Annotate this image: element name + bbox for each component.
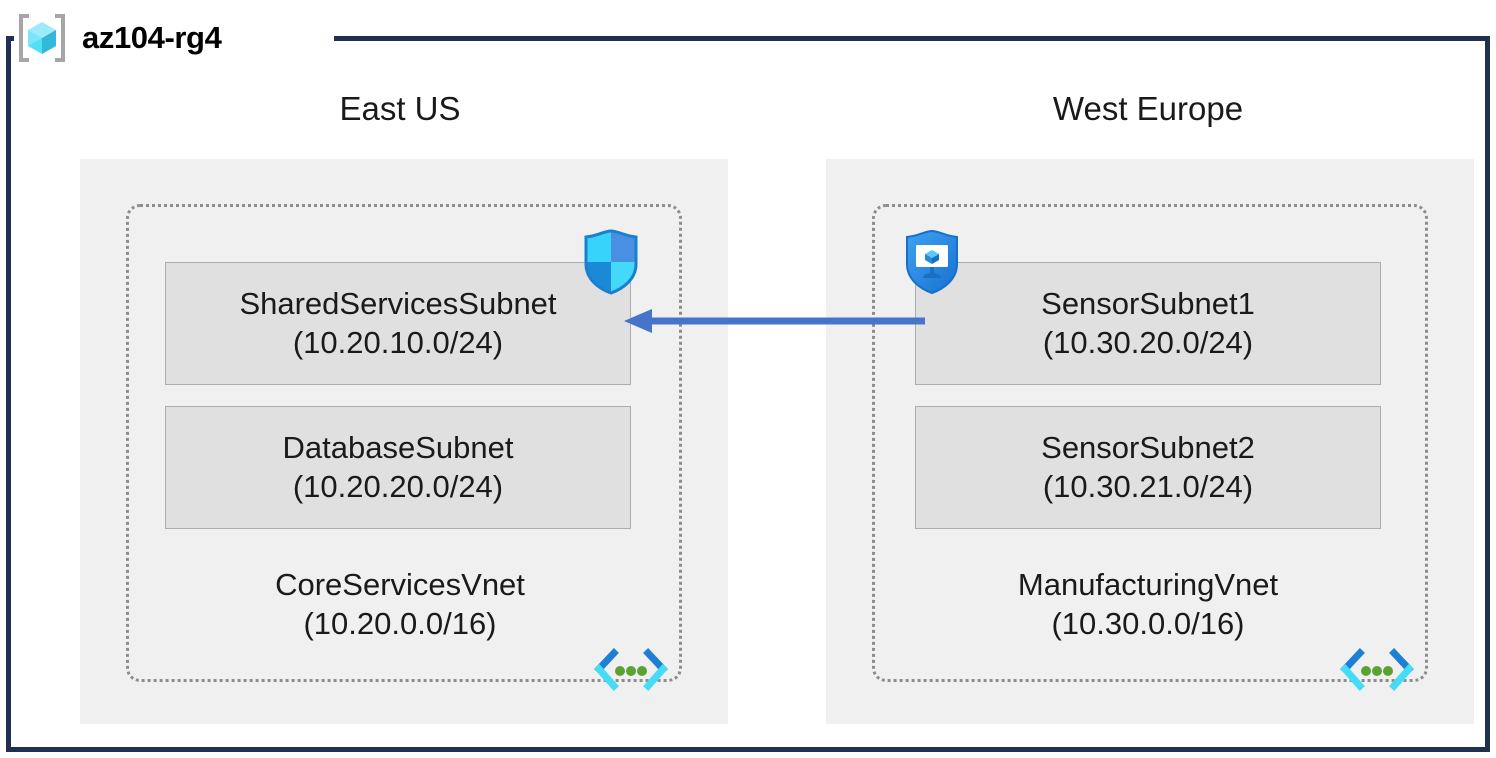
vnet-address-space: (10.30.0.0/16) xyxy=(1051,606,1245,642)
subnet-box-databasesubnet[interactable]: DatabaseSubnet (10.20.20.0/24) xyxy=(165,406,631,529)
region-label-east-us: East US xyxy=(339,90,461,127)
vnet-peering-arrow xyxy=(624,309,925,333)
resource-group-header: az104-rg4 xyxy=(14,8,230,68)
subnet-box-sharedservicessubnet[interactable]: SharedServicesSubnet (10.20.10.0/24) xyxy=(165,262,631,385)
subnet-address-prefix: (10.20.20.0/24) xyxy=(292,468,504,504)
resource-group-frame xyxy=(6,36,1490,752)
subnet-box-sensorsubnet2[interactable]: SensorSubnet2 (10.30.21.0/24) xyxy=(915,406,1381,529)
virtual-network-icon xyxy=(594,648,668,691)
subnet-box-sensorsubnet1[interactable]: SensorSubnet1 (10.30.20.0/24) xyxy=(915,262,1381,385)
network-security-group-shield-icon xyxy=(584,229,638,295)
security-center-monitor-shield-icon xyxy=(906,229,958,295)
vnet-box-coreservicesvnet xyxy=(126,204,682,682)
virtual-network-icon xyxy=(1340,648,1414,691)
subnet-name: SensorSubnet1 xyxy=(1041,286,1255,322)
subnet-name: SharedServicesSubnet xyxy=(239,286,557,322)
vnet-name: CoreServicesVnet xyxy=(275,567,525,602)
subnet-name: DatabaseSubnet xyxy=(282,430,514,466)
resource-group-name: az104-rg4 xyxy=(80,20,230,56)
vnet-address-space: (10.20.0.0/16) xyxy=(303,606,497,642)
subnet-address-prefix: (10.30.21.0/24) xyxy=(1042,468,1254,504)
vnet-box-manufacturingvnet xyxy=(872,204,1428,682)
subnet-address-prefix: (10.30.20.0/24) xyxy=(1042,324,1254,360)
subnet-name: SensorSubnet2 xyxy=(1041,430,1255,466)
region-label-west-europe: West Europe xyxy=(1052,90,1244,127)
vnet-name: ManufacturingVnet xyxy=(1017,567,1279,602)
subnet-address-prefix: (10.20.10.0/24) xyxy=(292,324,504,360)
vnet-caption-manufacturingvnet: ManufacturingVnet (10.30.0.0/16) xyxy=(898,565,1398,644)
resource-group-icon xyxy=(14,10,70,66)
vnet-caption-coreservicesvnet: CoreServicesVnet (10.20.0.0/16) xyxy=(150,565,650,644)
